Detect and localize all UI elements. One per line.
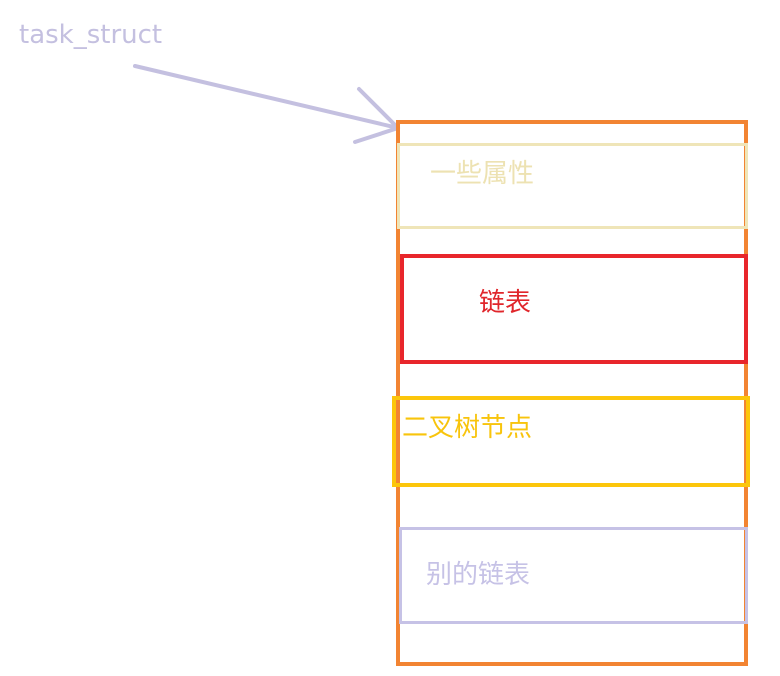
- tree-node-field-label: 二叉树节点: [402, 413, 533, 443]
- attributes-field-label: 一些属性: [430, 159, 535, 189]
- list-field-box: [400, 254, 748, 364]
- other-list-field-box: [399, 527, 748, 624]
- list-field-label: 链表: [479, 288, 532, 318]
- attributes-field-box: [397, 143, 748, 229]
- task-struct-label: task_struct: [19, 20, 163, 50]
- tree-node-field-box: [392, 396, 750, 487]
- other-list-field-label: 别的链表: [426, 560, 531, 590]
- task-struct-box: [396, 120, 748, 666]
